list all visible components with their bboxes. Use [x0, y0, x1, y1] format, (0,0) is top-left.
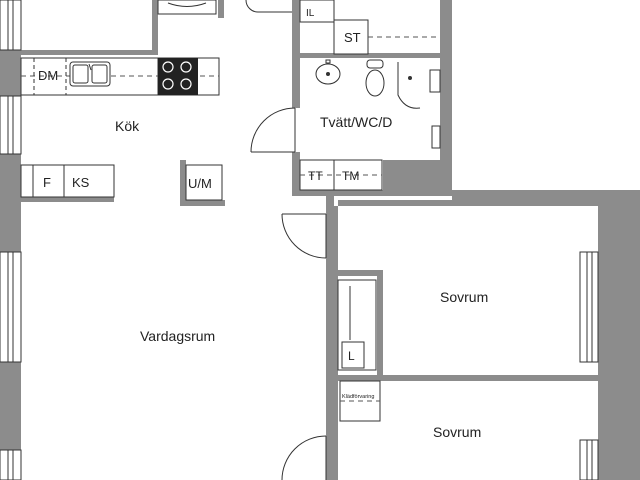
label-il: IL	[306, 8, 315, 19]
label-dm: DM	[38, 68, 58, 83]
label-l: L	[348, 349, 355, 363]
label-st: ST	[344, 30, 361, 45]
label-ks: KS	[72, 175, 90, 190]
doors	[245, 0, 327, 480]
kitchen-counter	[20, 57, 220, 96]
label-tm: TM	[342, 169, 359, 183]
label-um: U/M	[188, 176, 212, 191]
label-f: F	[43, 175, 51, 190]
windows	[0, 0, 599, 480]
kitchen-appliances	[20, 164, 223, 201]
label-storage: Klädförvaring	[342, 394, 374, 400]
room-laundry: Tvätt/WC/D	[320, 114, 392, 130]
room-kitchen: Kök	[115, 118, 140, 134]
room-bedroom-2: Sovrum	[433, 424, 481, 440]
laundry-fixtures	[299, 0, 441, 191]
labels: IL ST DM Kök Tvätt/WC/D F KS U/M TT TM V…	[38, 8, 488, 440]
room-bedroom-1: Sovrum	[440, 289, 488, 305]
bedroom-storage	[337, 279, 381, 422]
label-tt: TT	[308, 169, 323, 183]
top-room-fixture	[157, 0, 217, 15]
room-living: Vardagsrum	[140, 328, 215, 344]
